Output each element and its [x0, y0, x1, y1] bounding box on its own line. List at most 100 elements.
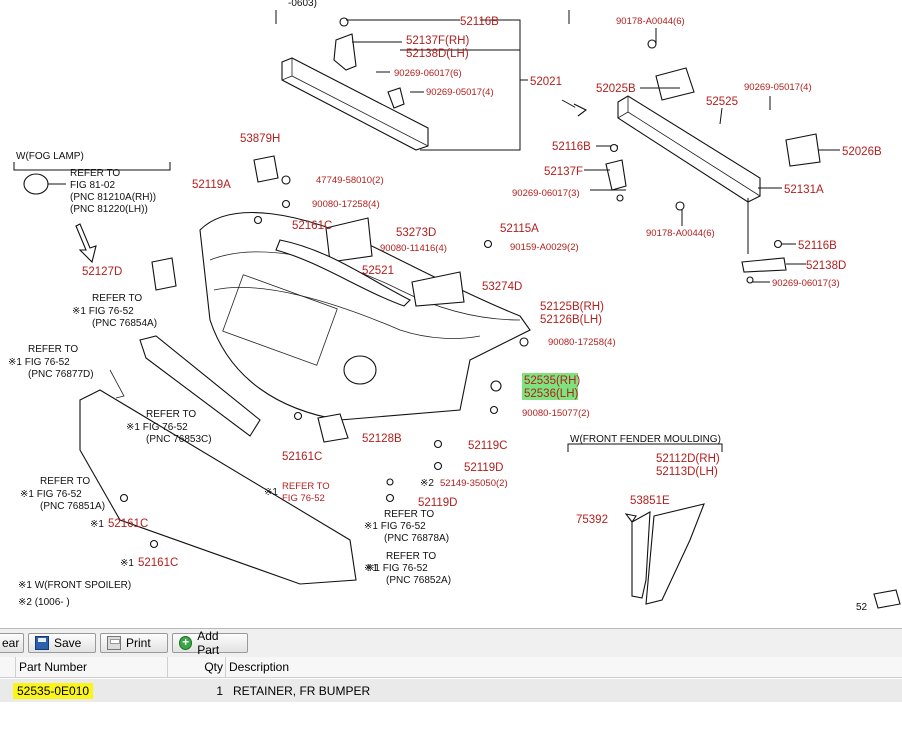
- reinforcement-beam-52021[interactable]: [281, 57, 429, 151]
- callout[interactable]: 47749-58010(2): [316, 175, 384, 186]
- parts-diagram[interactable]: -0603): [0, 0, 902, 628]
- callout[interactable]: 53851E: [630, 495, 670, 507]
- callout[interactable]: 53274D: [482, 281, 522, 293]
- label: 52: [856, 602, 868, 613]
- label: (PNC 76852A): [386, 575, 451, 586]
- callout[interactable]: 90178-A0044(6): [616, 16, 685, 27]
- callout[interactable]: 52161C: [108, 518, 148, 530]
- callout[interactable]: 52021: [530, 76, 562, 88]
- callout[interactable]: 52128B: [362, 433, 402, 445]
- callout[interactable]: 90269-05017(4): [744, 82, 812, 93]
- qty-value: 1: [216, 683, 223, 698]
- part-number-cell[interactable]: 52535-0E010: [13, 679, 167, 702]
- callout[interactable]: 52149-35050(2): [440, 478, 508, 489]
- callout[interactable]: 52161C: [292, 220, 332, 232]
- clear-button-label: ear: [2, 636, 20, 650]
- bracket-52025b[interactable]: [647, 39, 695, 101]
- callout[interactable]: FIG 76-52: [282, 493, 325, 504]
- bracket-53879h[interactable]: [253, 155, 279, 183]
- callout[interactable]: 52119A: [192, 179, 231, 191]
- callout[interactable]: 90080-11416(4): [380, 243, 447, 254]
- callout[interactable]: 90269-06017(3): [772, 278, 840, 289]
- bracket-53273d[interactable]: [325, 217, 373, 263]
- callout[interactable]: 90269-06017(3): [512, 188, 580, 199]
- moulding-53851e[interactable]: [631, 511, 651, 599]
- clear-button[interactable]: ear: [0, 633, 24, 653]
- callout[interactable]: 52125B(RH): [540, 301, 604, 313]
- callout[interactable]: 90269-05017(4): [426, 87, 494, 98]
- callout[interactable]: REFER TO: [282, 481, 330, 492]
- bracket-52138d[interactable]: [387, 87, 405, 109]
- fog-lamp-cover-52128b[interactable]: [317, 413, 349, 443]
- callout[interactable]: 52138D(LH): [406, 48, 469, 60]
- arrow-down-icon: [75, 223, 97, 264]
- callout[interactable]: 52116B: [460, 16, 499, 28]
- callout[interactable]: 52026B: [842, 146, 882, 158]
- reinforcement-beam-52131a[interactable]: [617, 95, 761, 203]
- label: ※1 FIG 76-52: [8, 357, 70, 368]
- callout[interactable]: 52116B: [798, 240, 837, 252]
- fog-lamp-cover-52127d[interactable]: [151, 257, 177, 291]
- table-row[interactable]: 52535-0E010 1 RETAINER, FR BUMPER: [0, 679, 902, 702]
- label: (PNC 76877D): [28, 369, 94, 380]
- col-header-part-number[interactable]: Part Number: [15, 657, 167, 677]
- callout[interactable]: 90080-17258(4): [312, 199, 380, 210]
- callout[interactable]: 52112D(RH): [656, 453, 720, 465]
- callout[interactable]: 52126B(LH): [540, 314, 602, 326]
- callout[interactable]: 52113D(LH): [656, 466, 718, 478]
- col-header-description-label: Description: [229, 660, 290, 674]
- fog-lamp[interactable]: [23, 173, 49, 195]
- bracket-52137f[interactable]: [333, 17, 357, 71]
- label: W(FOG LAMP): [16, 151, 84, 162]
- callout[interactable]: 90080-17258(4): [548, 337, 616, 348]
- support-52521[interactable]: [275, 239, 411, 307]
- callout-selected[interactable]: 52536(LH): [524, 388, 579, 400]
- callout[interactable]: 52119D: [418, 497, 457, 509]
- retainer-52535[interactable]: [490, 380, 502, 392]
- save-icon: [35, 636, 49, 650]
- fog-lamp-opening: [343, 355, 377, 385]
- label: (PNC 76853C): [146, 434, 212, 445]
- callout[interactable]: 90080-15077(2): [522, 408, 590, 419]
- callout[interactable]: 53879H: [240, 133, 280, 145]
- description-value: RETAINER, FR BUMPER: [233, 683, 371, 698]
- bracket-53274d[interactable]: [411, 271, 465, 307]
- label: REFER TO: [386, 551, 436, 562]
- callout[interactable]: 52161C: [282, 451, 322, 463]
- callout[interactable]: 52525: [706, 96, 738, 108]
- grille-76853c: [139, 335, 261, 437]
- callout-selected[interactable]: 52535(RH): [524, 375, 580, 387]
- callout[interactable]: 52138D: [806, 260, 846, 272]
- add-part-button[interactable]: + Add Part: [172, 629, 248, 657]
- callout[interactable]: 52521: [362, 265, 394, 277]
- callout[interactable]: 52119D: [464, 462, 503, 474]
- callout[interactable]: 90159-A0029(2): [510, 242, 579, 253]
- printer-icon[interactable]: [873, 589, 901, 609]
- callout[interactable]: 90178-A0044(6): [646, 228, 715, 239]
- bracket-52137f-right[interactable]: [605, 159, 627, 191]
- callout[interactable]: 75392: [576, 514, 608, 526]
- callout[interactable]: 52127D: [82, 266, 122, 278]
- moulding-52112d[interactable]: [645, 503, 705, 605]
- bracket-52138d-right[interactable]: [741, 257, 787, 273]
- callout[interactable]: 52137F: [544, 166, 583, 178]
- callout[interactable]: 52115A: [500, 223, 539, 235]
- callout[interactable]: 90269-06017(6): [394, 68, 462, 79]
- callout[interactable]: 52119C: [468, 440, 507, 452]
- grid-header: Part Number Qty Description: [0, 657, 902, 678]
- callout[interactable]: 52025B: [596, 83, 636, 95]
- callout[interactable]: 53273D: [396, 227, 436, 239]
- callout[interactable]: 52161C: [138, 557, 178, 569]
- callout[interactable]: 52116B: [552, 141, 591, 153]
- description-cell[interactable]: RETAINER, FR BUMPER: [225, 679, 902, 702]
- save-button[interactable]: Save: [28, 633, 96, 653]
- label: REFER TO: [384, 509, 434, 520]
- front-bumper-cover[interactable]: [199, 212, 531, 421]
- print-button[interactable]: Print: [100, 633, 168, 653]
- bracket-52026b[interactable]: [785, 133, 821, 167]
- col-header-description[interactable]: Description: [225, 657, 902, 677]
- callout[interactable]: 52131A: [784, 184, 824, 196]
- callout[interactable]: 52137F(RH): [406, 35, 469, 47]
- qty-cell[interactable]: 1: [167, 679, 225, 702]
- col-header-qty[interactable]: Qty: [167, 657, 225, 677]
